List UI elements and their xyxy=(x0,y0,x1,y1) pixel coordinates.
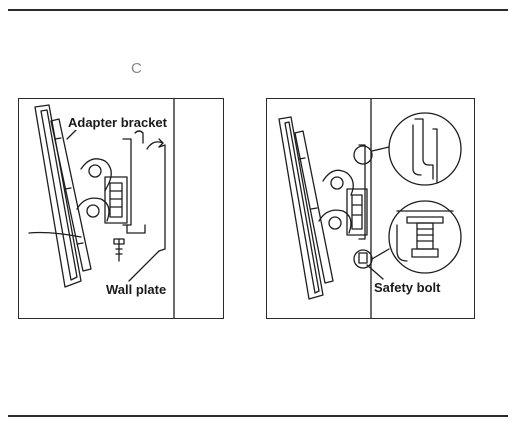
bolt-head xyxy=(411,248,439,258)
left-figure-drawing xyxy=(28,99,175,318)
tv-panel xyxy=(278,116,324,300)
arm-upper xyxy=(80,158,112,192)
bolt-leader xyxy=(366,264,384,280)
left-figure-panel: Adapter bracket Wall plate xyxy=(18,98,224,319)
top-rule xyxy=(8,9,508,11)
arm-lower xyxy=(76,197,110,222)
arm-block xyxy=(104,176,128,224)
wall-leader xyxy=(128,250,160,282)
hook-detail-marker xyxy=(353,145,373,165)
right-figure-panel: Safety bolt xyxy=(266,98,475,319)
wall-plate-label: Wall plate xyxy=(105,282,168,297)
cord xyxy=(28,231,82,238)
adapter-bracket xyxy=(294,130,334,284)
wall-plate xyxy=(158,144,166,252)
bolt-detail-circle xyxy=(388,200,462,274)
bolt-thread xyxy=(416,222,434,250)
plate-side xyxy=(358,144,366,240)
tv-panel-inner xyxy=(284,121,320,294)
hook-detail xyxy=(414,118,434,180)
right-figure-drawing xyxy=(278,99,462,318)
tv-panel-inner xyxy=(40,109,78,281)
hook-detail-circle xyxy=(388,112,462,186)
arm-upper xyxy=(322,169,354,196)
tv-panel xyxy=(34,104,82,288)
arm-block xyxy=(346,188,368,236)
section-letter: C xyxy=(131,60,142,77)
adapter-bracket-label: Adapter bracket xyxy=(67,115,168,130)
bottom-rule xyxy=(8,415,508,417)
safety-bolt-label: Safety bolt xyxy=(373,280,442,295)
adapter-bracket xyxy=(50,118,92,272)
hook-arrow xyxy=(146,141,164,150)
plate-hook xyxy=(134,130,144,144)
